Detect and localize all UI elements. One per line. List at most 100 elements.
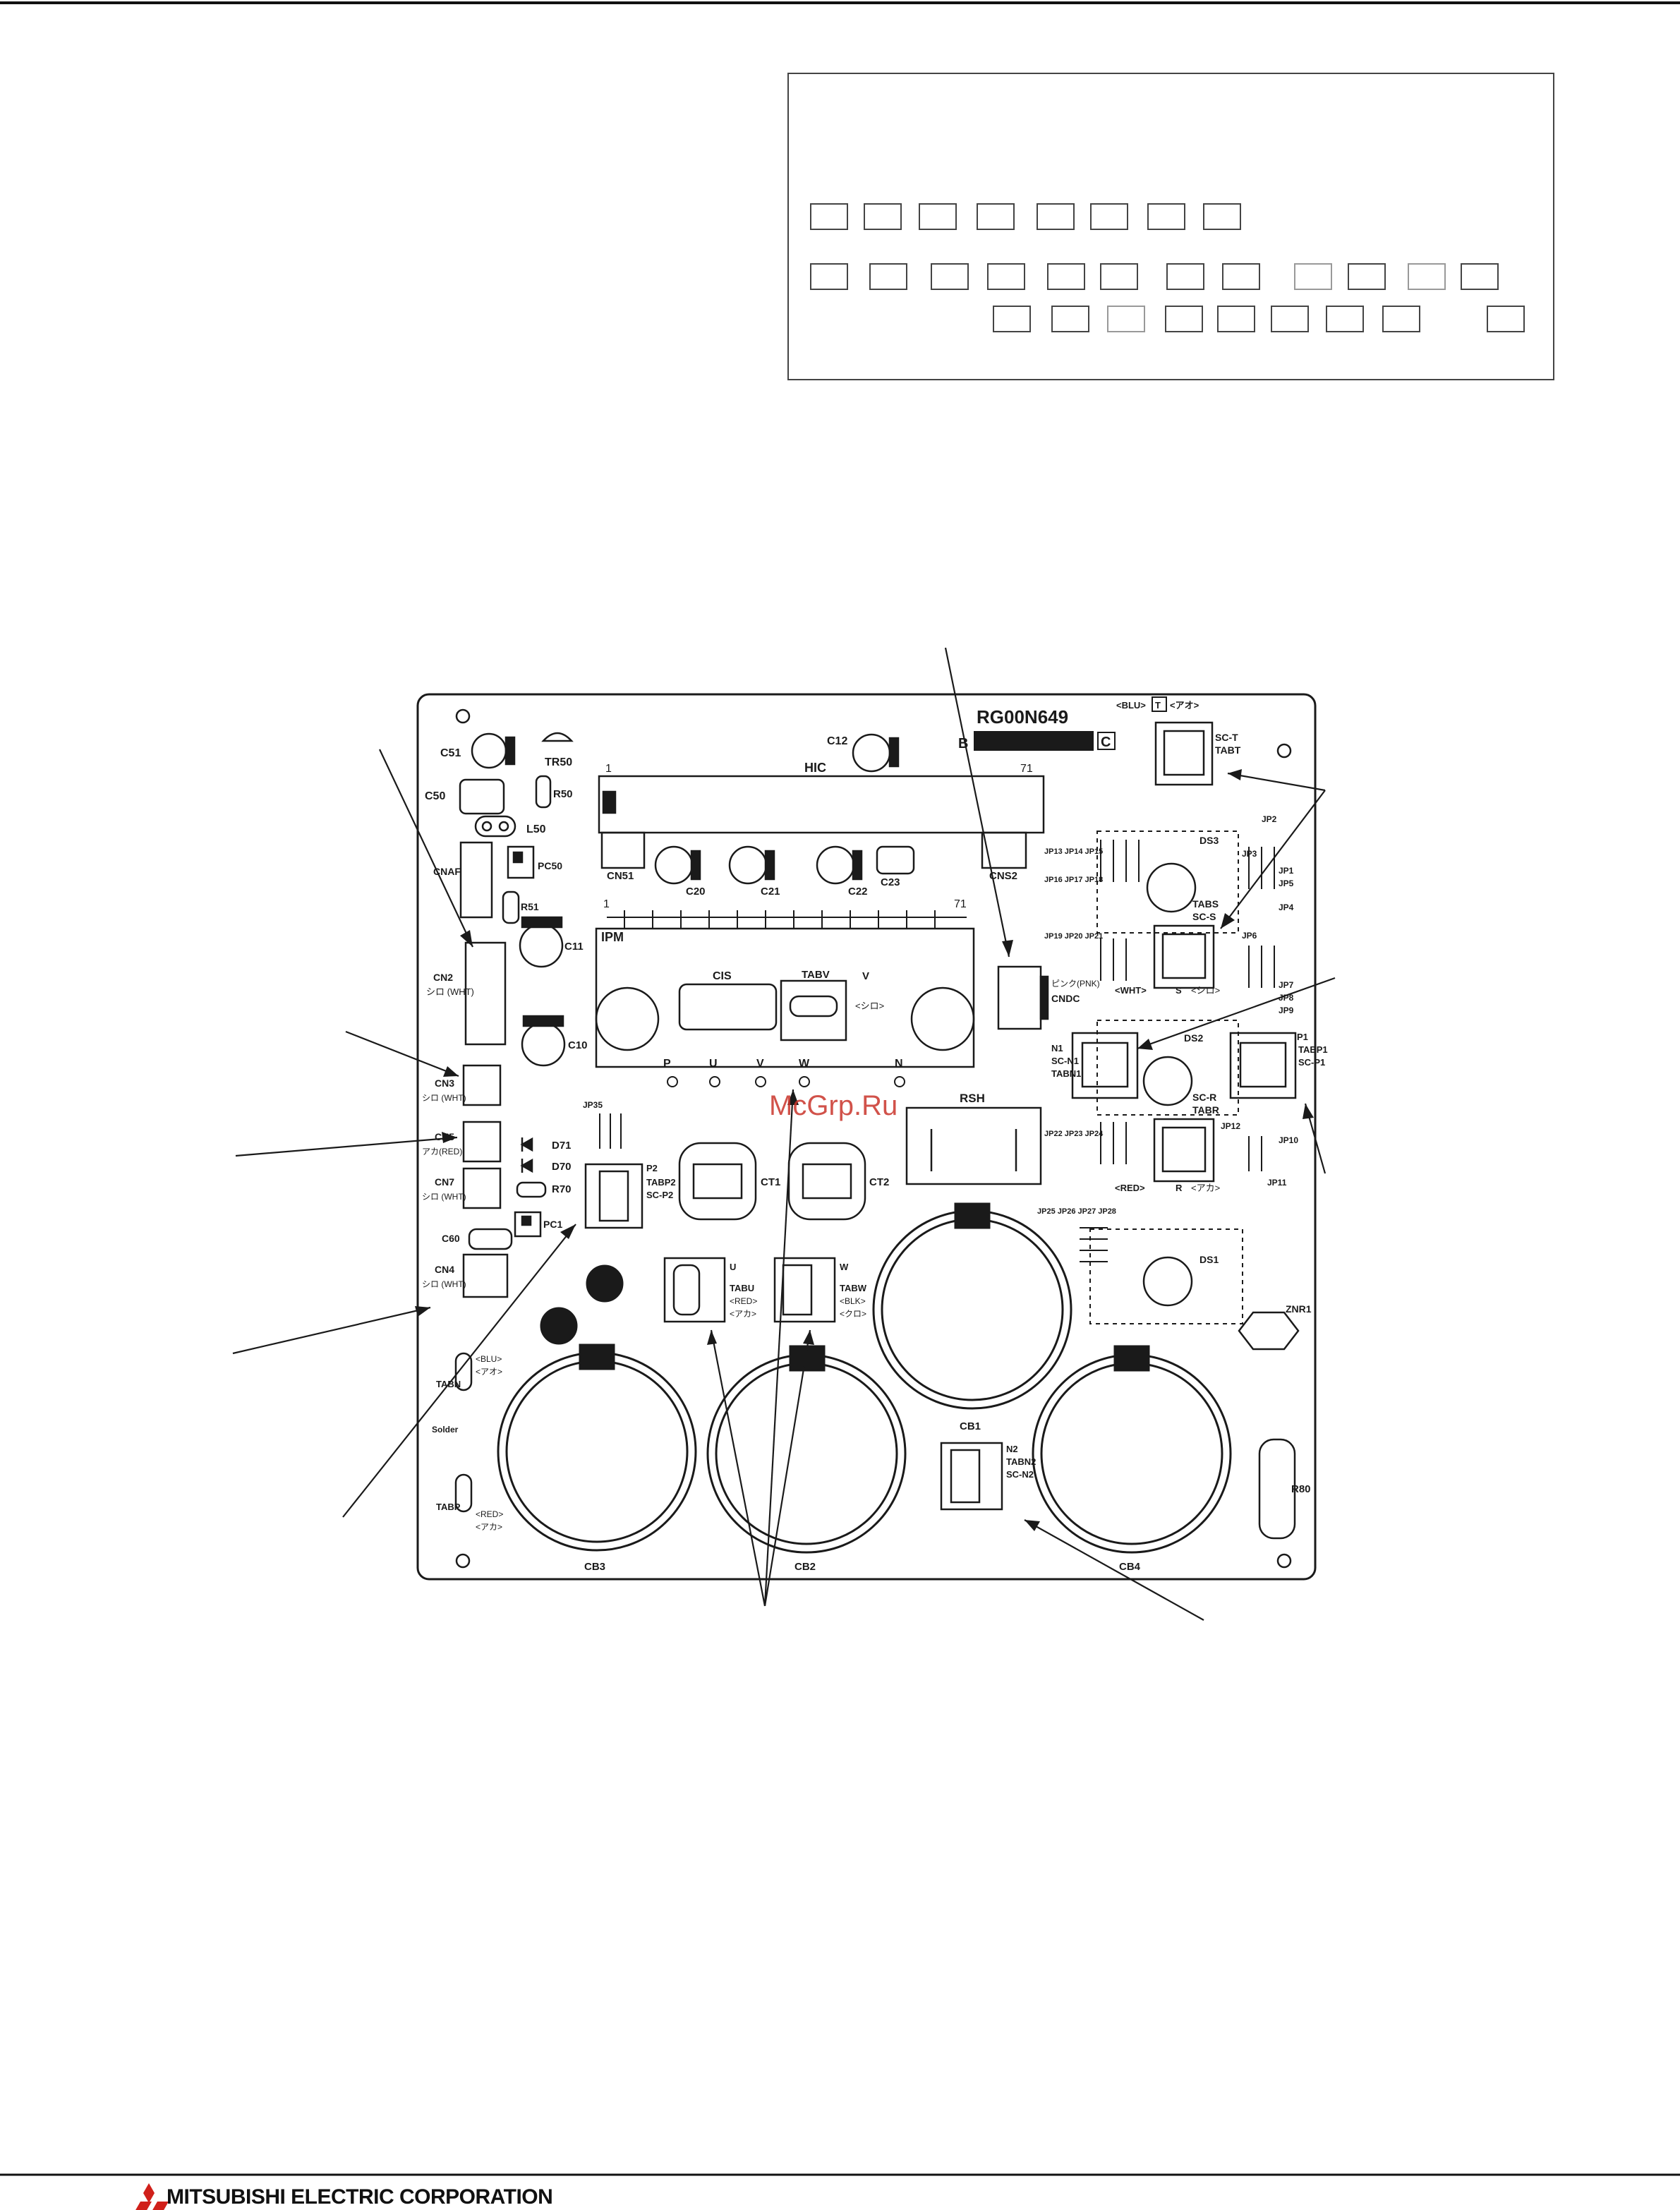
cnaf-connector	[459, 841, 493, 919]
label-jp5: JP5	[1279, 878, 1294, 888]
label-cn2: CN2	[433, 972, 453, 983]
label-cn4: CN4	[435, 1264, 454, 1275]
footer-brand: MITSUBISHI ELECTRIC CORPORATION	[167, 2185, 553, 2209]
r51-resistor	[502, 890, 520, 924]
ds2-body	[1142, 1056, 1193, 1106]
label-p-red: <RED>	[476, 1509, 503, 1519]
label-cn7-sub: シロ (WHT)	[422, 1192, 466, 1202]
label-cn7: CN7	[435, 1176, 454, 1188]
tabn1-terminal	[1071, 1032, 1139, 1099]
tr50-transistor	[541, 732, 574, 742]
jp-jumper-group	[1080, 840, 1275, 1262]
label-tr50: TR50	[545, 756, 572, 768]
label-v-wht: <シロ>	[855, 1001, 884, 1011]
label-tabw: TABW	[840, 1283, 867, 1293]
c23-capacitor	[876, 845, 915, 875]
label-c12: C12	[827, 735, 847, 747]
label-c21: C21	[761, 886, 780, 898]
label-scr: SC-R	[1192, 1092, 1216, 1103]
ipm-pin-row	[607, 910, 967, 929]
label-jp7: JP7	[1279, 980, 1294, 990]
label-s-tag: S	[1176, 985, 1182, 996]
label-cn4-sub: シロ (WHT)	[422, 1279, 466, 1289]
label-u-tag: U	[730, 1262, 736, 1272]
hic-module	[598, 775, 1045, 834]
label-cnaf: CNAF	[433, 866, 461, 877]
ipm-label: IPM	[601, 930, 624, 944]
label-tabv: TABV	[802, 969, 830, 981]
label-jp-b: JP16 JP17 JP18	[1044, 876, 1103, 884]
label-solder: Solder	[432, 1425, 459, 1435]
label-w-blk: <BLK>	[840, 1296, 866, 1306]
label-pc1: PC1	[543, 1219, 562, 1230]
label-cndc-sub: ピンク(PNK)	[1051, 979, 1100, 989]
label-c10: C10	[568, 1039, 588, 1051]
tabn-terminal	[454, 1352, 473, 1391]
label-jp2: JP2	[1262, 814, 1277, 824]
tabr-terminal	[1153, 1118, 1215, 1183]
label-c51: C51	[440, 747, 461, 759]
fixing-dot-2	[540, 1307, 578, 1345]
cb1-capacitor	[872, 1202, 1072, 1410]
label-scp1: SC-P1	[1298, 1057, 1325, 1068]
label-cn2-sub: シロ (WHT)	[426, 986, 474, 997]
ds3-block	[1096, 831, 1239, 934]
label-tabp2: TABP2	[646, 1177, 676, 1188]
label-c60: C60	[442, 1233, 460, 1244]
ds3-body	[1146, 862, 1197, 913]
label-jp10: JP10	[1279, 1135, 1298, 1145]
leader-arrowheads	[415, 769, 1314, 1531]
label-scn1: SC-N1	[1051, 1056, 1079, 1066]
terminal-v: V	[756, 1058, 764, 1070]
label-jp-c: JP19 JP20 JP21	[1044, 932, 1103, 941]
label-znr1: ZNR1	[1286, 1303, 1312, 1315]
board-model: RG00N649	[977, 706, 1068, 727]
label-wht: <WHT>	[1115, 985, 1147, 996]
label-pc50: PC50	[538, 860, 562, 871]
label-scs: SC-S	[1192, 911, 1216, 922]
tabs-terminal	[1153, 924, 1215, 989]
pc1-optocoupler	[514, 1211, 542, 1238]
label-jp-d: JP22 JP23 JP24	[1044, 1130, 1104, 1138]
cndc-connector	[997, 965, 1049, 1030]
label-sct: SC-T	[1215, 732, 1238, 743]
label-cb2: CB2	[794, 1561, 816, 1573]
label-d70: D70	[552, 1161, 572, 1173]
cns2-connector	[981, 831, 1027, 869]
c11-capacitor	[519, 916, 564, 968]
legend-row-2	[810, 263, 1499, 290]
label-r51: R51	[521, 901, 539, 912]
label-cb3: CB3	[584, 1561, 605, 1573]
label-d71: D71	[552, 1140, 572, 1152]
label-jp12: JP12	[1221, 1121, 1240, 1131]
r70-resistor	[516, 1181, 547, 1198]
l50-inductor	[474, 815, 516, 838]
cn51-connector	[600, 831, 646, 869]
label-rsh: RSH	[960, 1092, 985, 1105]
tabp-terminal	[454, 1473, 473, 1513]
mitsubishi-logo-icon	[135, 2183, 169, 2210]
leader-arrows	[232, 647, 1336, 1621]
legend-row-1	[810, 203, 1241, 230]
label-c20: C20	[686, 886, 706, 898]
model-bar	[974, 731, 1094, 751]
label-jp-a: JP13 JP14 JP15	[1044, 847, 1103, 856]
label-c: C	[1101, 735, 1111, 750]
label-c23: C23	[881, 876, 900, 888]
label-tabu: TABU	[730, 1283, 754, 1293]
label-c11: C11	[564, 941, 584, 953]
label-t-tag: T	[1155, 700, 1161, 711]
label-n-blu: <BLU>	[476, 1354, 502, 1364]
label-jp6: JP6	[1242, 931, 1257, 941]
terminal-w: W	[799, 1058, 810, 1070]
terminal-n: N	[895, 1058, 903, 1070]
cb4-capacitor	[1032, 1345, 1232, 1554]
hic-pin-71: 71	[1020, 763, 1033, 775]
label-l50: L50	[526, 823, 546, 835]
label-scp2: SC-P2	[646, 1190, 673, 1200]
label-n-ao: <アオ>	[476, 1367, 502, 1377]
label-u-aka: <アカ>	[730, 1309, 756, 1319]
mounting-holes	[455, 708, 1292, 1569]
label-ct2: CT2	[869, 1176, 889, 1188]
